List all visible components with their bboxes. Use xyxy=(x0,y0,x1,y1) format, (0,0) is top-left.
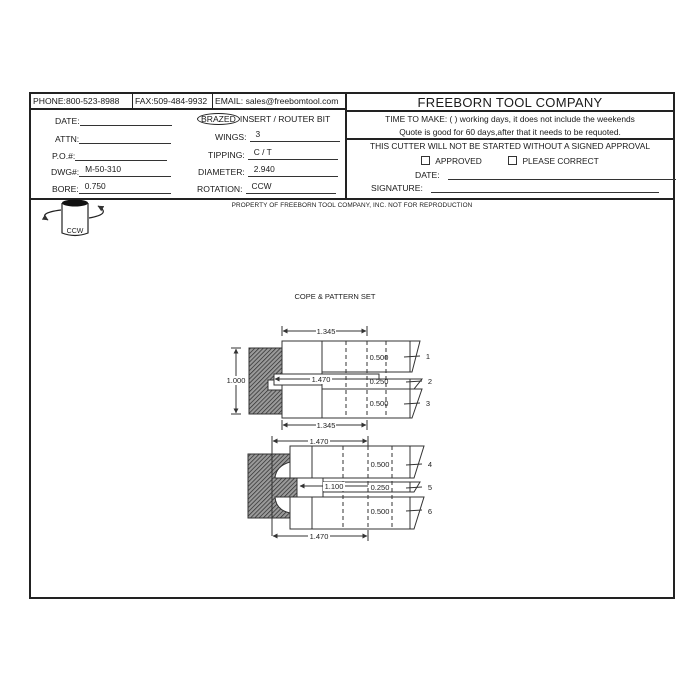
set1-top-width: 1.345 xyxy=(317,327,336,336)
bore-label: BORE: xyxy=(52,184,79,194)
date-label: DATE: xyxy=(55,116,80,126)
time-to-make-text: TIME TO MAKE: ( ) working days, it does … xyxy=(385,114,635,124)
approval-date-label: DATE: xyxy=(415,170,440,180)
bore-value: 0.750 xyxy=(84,181,106,191)
insert-router-options[interactable]: INSERT / ROUTER BIT xyxy=(239,114,331,124)
callout-5: 5 xyxy=(428,483,432,492)
set2-bottom-width: 1.470 xyxy=(310,532,329,541)
diameter-label: DIAMETER: xyxy=(198,167,245,177)
dwg-label: DWG#: xyxy=(51,167,80,177)
set2-cutter4-thickness: 0.500 xyxy=(371,460,390,469)
dwg-field[interactable]: DWG#: M-50-310 xyxy=(51,164,172,177)
set1-cutter3-thickness: 0.500 xyxy=(370,399,389,408)
callout-3: 3 xyxy=(426,399,430,408)
rotation-value: CCW xyxy=(251,181,272,191)
tipping-value: C / T xyxy=(253,147,272,157)
callout-4: 4 xyxy=(428,460,432,469)
company-name: FREEBORN TOOL COMPANY xyxy=(347,94,673,112)
approval-divider xyxy=(347,138,673,140)
callout-6: 6 xyxy=(428,507,432,516)
callout-2: 2 xyxy=(428,377,432,386)
dwg-value: M-50-310 xyxy=(85,164,122,174)
quote-validity-text: Quote is good for 60 days,after that it … xyxy=(399,127,621,137)
attn-field[interactable]: ATTN: xyxy=(55,132,172,144)
attn-label: ATTN: xyxy=(55,134,80,144)
contact-row: PHONE:800-523-8988 FAX:509-484-9932 EMAI… xyxy=(31,94,347,110)
set2-top-width: 1.470 xyxy=(310,437,329,446)
order-info-panel: PHONE:800-523-8988 FAX:509-484-9932 EMAI… xyxy=(31,94,347,198)
pattern-set-2 xyxy=(247,436,425,541)
ccw-rotation-cylinder-icon: CCW xyxy=(41,199,105,237)
wings-label: WINGS: xyxy=(215,132,247,142)
date-field[interactable]: DATE: xyxy=(55,114,172,126)
drawing-title: COPE & PATTERN SET xyxy=(295,292,376,301)
approved-label: APPROVED xyxy=(435,156,482,166)
ccw-label: CCW xyxy=(67,228,84,235)
please-correct-checkbox[interactable] xyxy=(508,156,518,165)
please-correct-label: PLEASE CORRECT xyxy=(522,156,599,166)
set1-height: 1.000 xyxy=(227,376,246,385)
rotation-label: ROTATION: xyxy=(197,184,243,194)
email-address[interactable]: EMAIL: sales@freebomtool.com xyxy=(215,96,339,106)
po-label: P.O.#: xyxy=(52,151,76,161)
approved-checkbox[interactable] xyxy=(421,156,431,165)
po-field[interactable]: P.O.#: xyxy=(52,149,168,161)
set2-bore-depth: 1.100 xyxy=(325,482,344,491)
rotation-field[interactable]: ROTATION: CCW xyxy=(197,181,336,194)
terms-panel: FREEBORN TOOL COMPANY TIME TO MAKE: ( ) … xyxy=(347,94,676,198)
set2-cutter5-thickness: 0.250 xyxy=(371,483,390,492)
tipping-field[interactable]: TIPPING: C / T xyxy=(208,147,338,160)
approval-date-field[interactable]: DATE: xyxy=(415,168,676,180)
approval-checkboxes: APPROVED PLEASE CORRECT xyxy=(347,156,673,166)
signature-field[interactable]: SIGNATURE: xyxy=(371,181,659,193)
set1-bottom-width: 1.345 xyxy=(317,421,336,430)
approval-notice: THIS CUTTER WILL NOT BE STARTED WITHOUT … xyxy=(370,141,650,151)
set1-cutter1-thickness: 0.500 xyxy=(370,353,389,362)
bore-field[interactable]: BORE: 0.750 xyxy=(52,181,171,194)
please-correct-option[interactable]: PLEASE CORRECT xyxy=(508,156,599,166)
property-notice: PROPERTY OF FREEBORN TOOL COMPANY, INC. … xyxy=(231,202,473,209)
set2-cutter6-thickness: 0.500 xyxy=(371,507,390,516)
signature-label: SIGNATURE: xyxy=(371,183,423,193)
approved-option[interactable]: APPROVED xyxy=(421,156,482,166)
phone-number: PHONE:800-523-8988 xyxy=(31,94,133,108)
wings-value: 3 xyxy=(255,129,261,139)
callout-1: 1 xyxy=(426,352,430,361)
wings-field[interactable]: WINGS: 3 xyxy=(215,129,340,142)
set1-bore-depth: 1.470 xyxy=(312,375,331,384)
drawing-sheet: PHONE:800-523-8988 FAX:509-484-9932 EMAI… xyxy=(29,92,676,599)
header-divider xyxy=(31,198,673,200)
fax-number: FAX:509-484-9932 xyxy=(133,94,213,108)
brazed-option-circled[interactable]: BRAZED xyxy=(197,113,240,125)
diameter-field[interactable]: DIAMETER: 2.940 xyxy=(198,164,338,177)
set1-cutter2-thickness: 0.250 xyxy=(370,377,389,386)
tipping-label: TIPPING: xyxy=(208,150,245,160)
diameter-value: 2.940 xyxy=(253,164,275,174)
